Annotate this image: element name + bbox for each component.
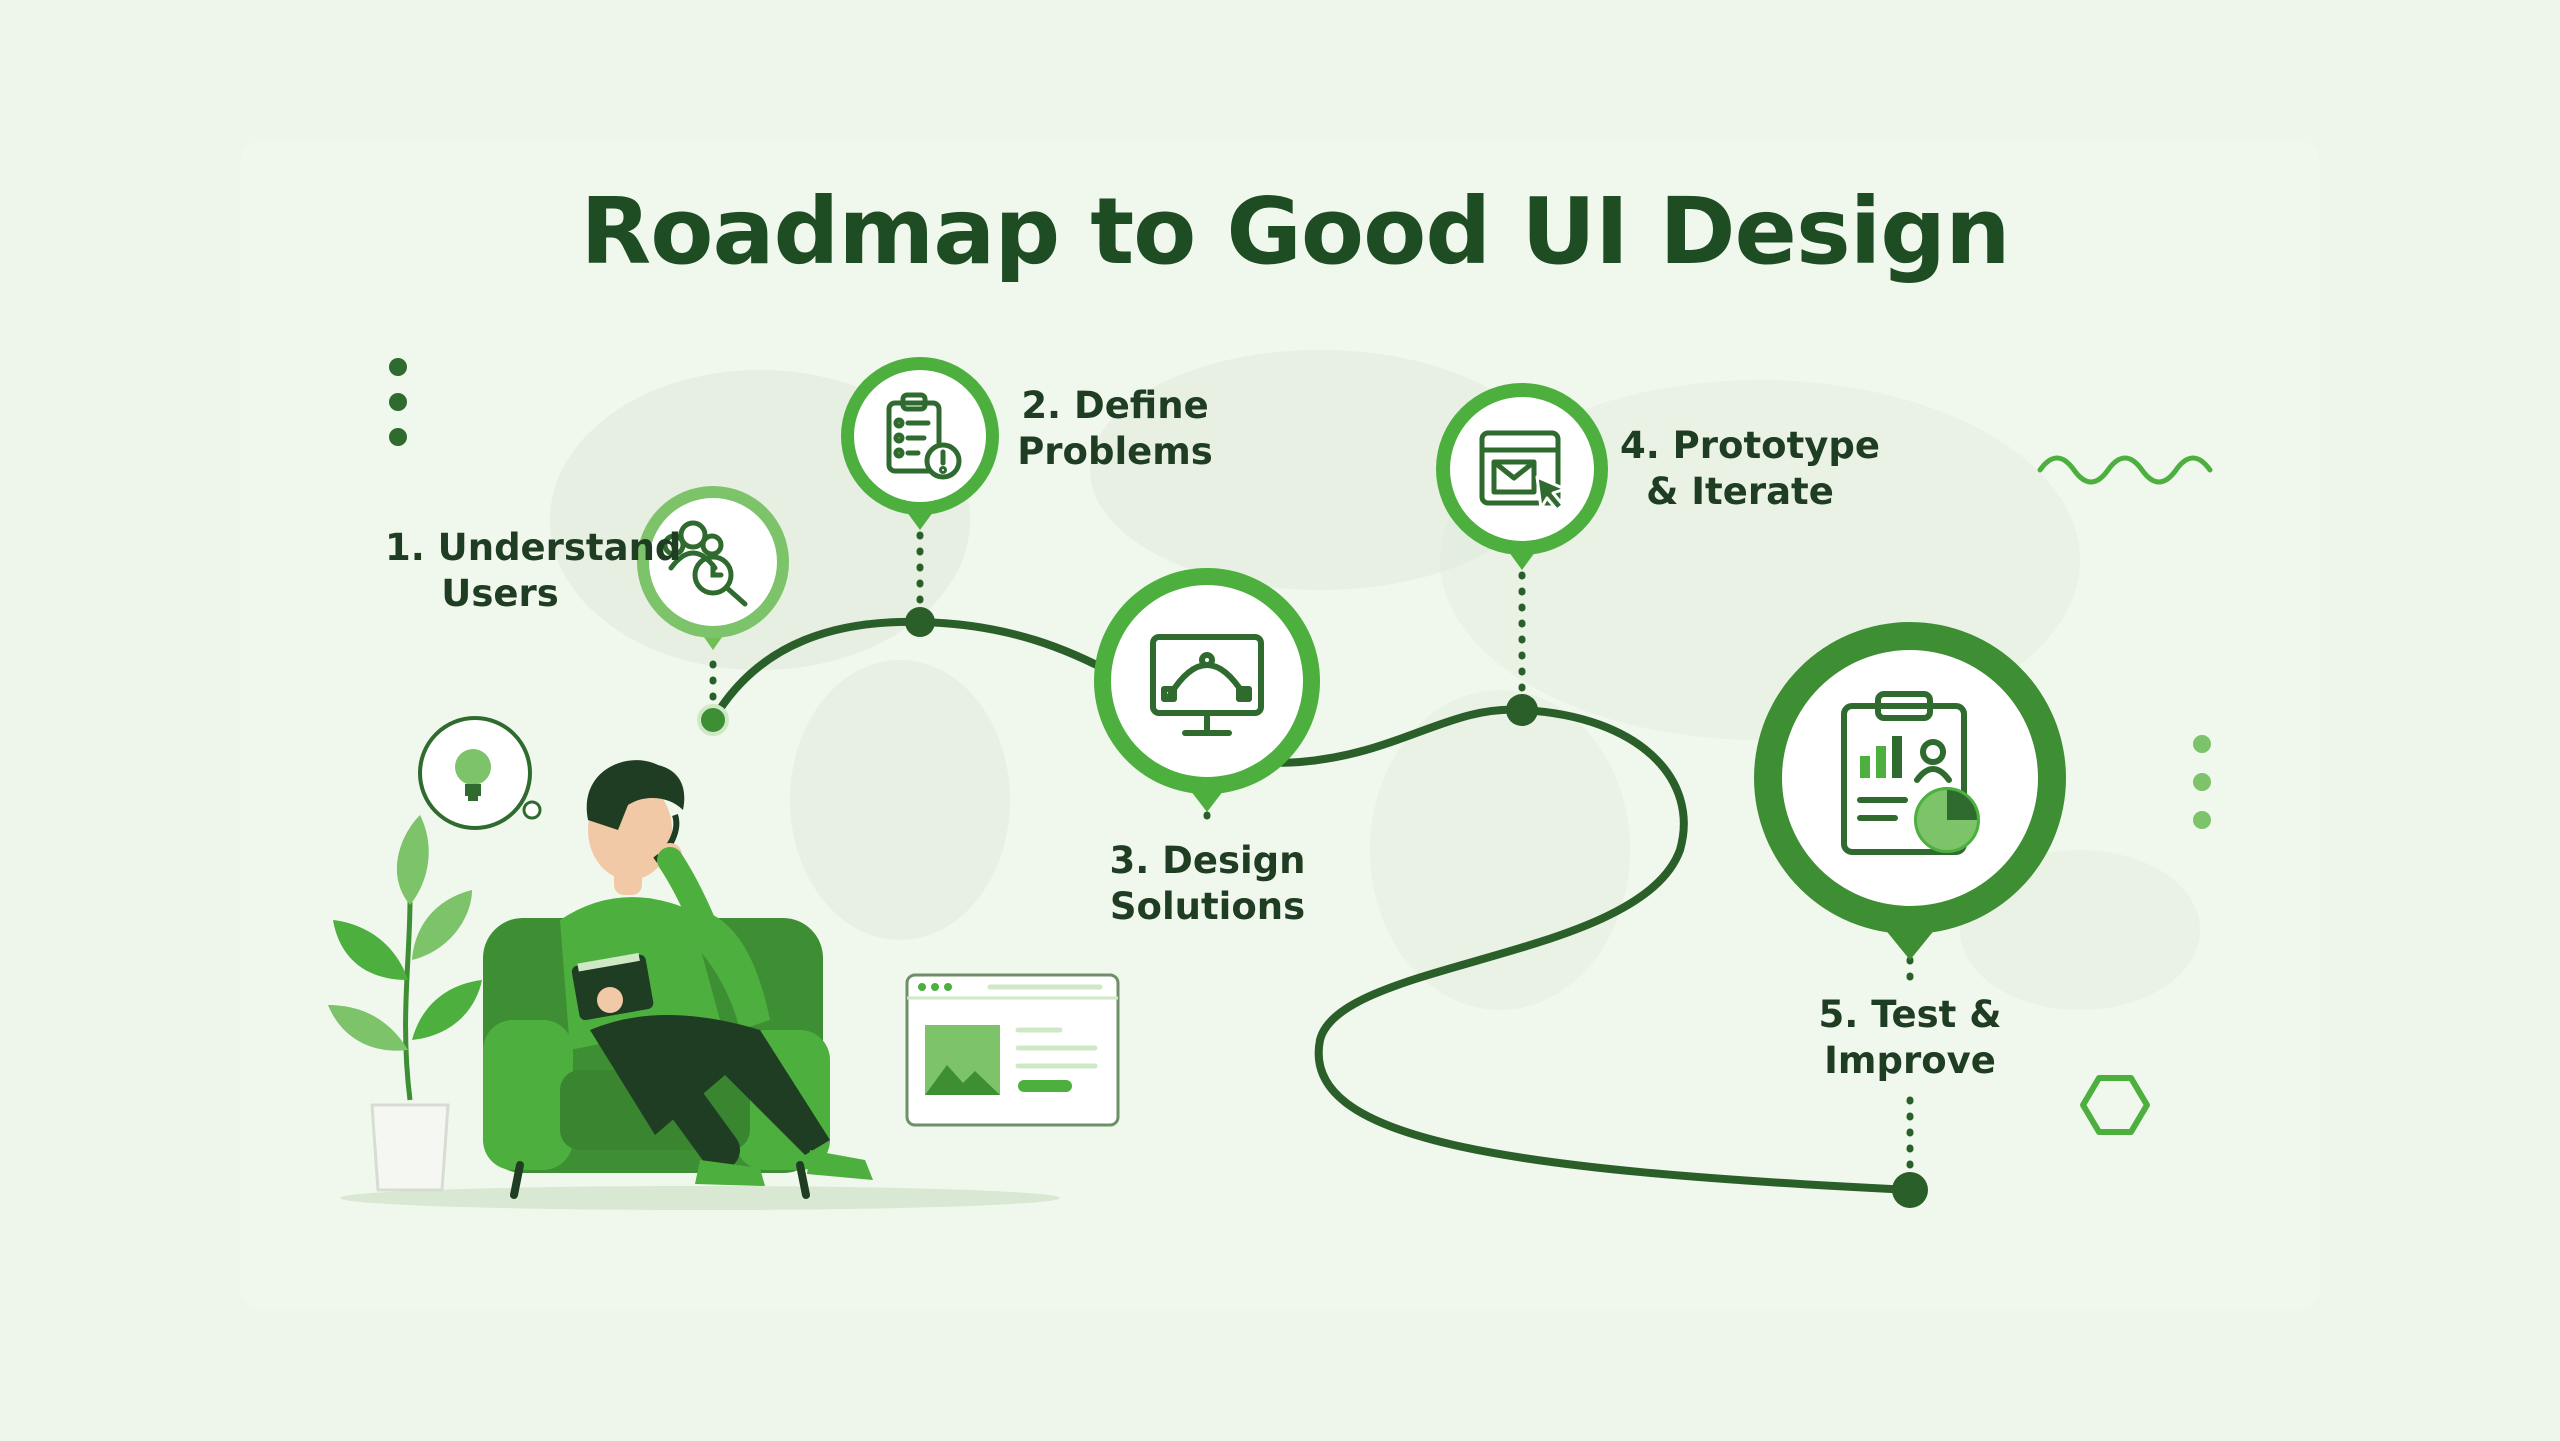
step-2-marker: [841, 357, 999, 530]
idea-bubble: [418, 716, 542, 830]
thinking-person: [560, 760, 873, 1186]
floor-shadow: [340, 1186, 1060, 1210]
dotted-connectors: [709, 531, 1914, 1176]
page-title: Roadmap to Good UI Design: [580, 178, 2010, 285]
clipboard-chart-icon: [1841, 691, 1980, 855]
path-node-5: [1892, 1172, 1928, 1208]
potted-plant: [328, 815, 482, 1192]
step-2-label: 2. Define Problems: [1017, 384, 1213, 473]
decor-hexagon: [2080, 1075, 2150, 1135]
decor-dots-right: [2193, 735, 2211, 829]
browser-window-mockup-icon: [905, 973, 1120, 1127]
step-3-label: 3. Design Solutions: [1109, 839, 1306, 928]
decor-dots-left: [389, 358, 407, 446]
clipboard-alert-icon: [886, 392, 962, 480]
lightbulb-icon: [455, 749, 491, 801]
step-1-marker: [637, 486, 789, 650]
user-research-icon: [662, 520, 748, 607]
browser-cursor-icon: [1479, 430, 1567, 512]
vector-design-monitor-icon: [1150, 634, 1264, 736]
path-node-4: [1506, 694, 1538, 726]
step-5-label: 5. Test & Improve: [1818, 993, 2002, 1082]
step-4-label: 4. Prototype & Iterate: [1620, 424, 1880, 513]
step-4-marker: [1436, 383, 1608, 570]
decor-wave: [2037, 455, 2213, 485]
step-1-label: 1. Understand Users: [385, 526, 682, 615]
step-5-marker: [1754, 622, 2066, 960]
path-node-2: [905, 607, 935, 637]
path-node-1: [697, 704, 729, 736]
step-3-marker: [1094, 568, 1320, 812]
